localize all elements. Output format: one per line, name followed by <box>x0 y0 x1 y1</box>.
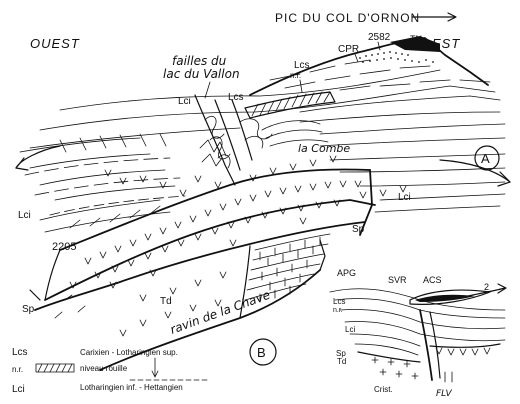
inset-lci: Lci <box>345 325 355 334</box>
lci-west-label: Lci <box>18 210 31 221</box>
legend-hatch-swatch <box>35 363 75 373</box>
la-combe-label: la Combe <box>298 142 350 155</box>
cpr-label: CPR <box>338 44 359 55</box>
pic-du-col-label: PIC DU COL D'ORNON <box>275 11 420 25</box>
inset-crist: Crist. <box>374 385 393 394</box>
inset-td: Td <box>337 357 346 366</box>
west-label: OUEST <box>30 36 80 51</box>
inset-sp: Sp <box>336 349 346 358</box>
label-b-badge: B <box>249 338 277 366</box>
lci-stripes-left <box>39 199 171 233</box>
legend-lci-text: Lotharingien inf. - Hettangien <box>80 383 183 392</box>
legend-lcs-code: Lcs <box>12 347 28 358</box>
right-strata <box>374 159 511 213</box>
lower-slope <box>34 221 366 371</box>
sp-label-right: Sp <box>352 224 365 235</box>
label-a-badge: A <box>474 145 500 171</box>
lci-label-mid: Lci <box>178 96 191 107</box>
v-pattern <box>69 155 407 289</box>
faults-label-line2: lac du Vallon <box>163 67 240 81</box>
inset-nr: n.r. <box>333 307 343 314</box>
inset-flv: FLV <box>436 389 453 399</box>
label-a: A <box>481 151 490 166</box>
summit-elevation: 2582 <box>368 32 391 43</box>
fold-zone <box>194 94 329 186</box>
lcs-label-top: Lcs <box>294 60 310 71</box>
legend-nr-code: n.r. <box>12 365 23 374</box>
legend-lci-code: Lci <box>12 384 25 395</box>
nr-label-top: n.r. <box>290 71 301 80</box>
top-direction-arrow: PIC DU COL D'ORNON <box>275 11 457 25</box>
niveau-rouille-band-upper <box>244 91 336 119</box>
left-strata <box>15 133 186 216</box>
label-b: B <box>257 345 266 360</box>
inset-apg: APG <box>337 268 356 278</box>
inset-arrow-num: 2 <box>484 282 489 292</box>
legend-lcs-text: Carixien - Lotharingien sup. <box>80 348 178 357</box>
lcs-label-mid: Lcs <box>228 92 244 103</box>
upper-strata <box>29 36 506 187</box>
lci-east-label: Lci <box>398 192 411 203</box>
inset-cross-section: APG SVR ACS 2 Lcs n.r. Lci Sp Td Crist. … <box>329 268 507 399</box>
inset-svr: SVR <box>388 275 407 285</box>
tn-label: TN <box>410 34 422 44</box>
main-slope <box>29 168 376 301</box>
sp-label-left: Sp <box>22 304 35 315</box>
faults-label-line1: failles du <box>172 54 227 68</box>
elevation-2205-label: 2205 <box>52 241 76 253</box>
legend-nr-text: niveau rouille <box>80 364 128 373</box>
dotted-zone <box>359 51 434 63</box>
legend: Lcs Carixien - Lotharingien sup. n.r. ni… <box>12 347 211 395</box>
td-label: Td <box>160 296 172 307</box>
inset-acs: ACS <box>423 275 442 285</box>
inset-lcs: Lcs <box>333 297 345 306</box>
